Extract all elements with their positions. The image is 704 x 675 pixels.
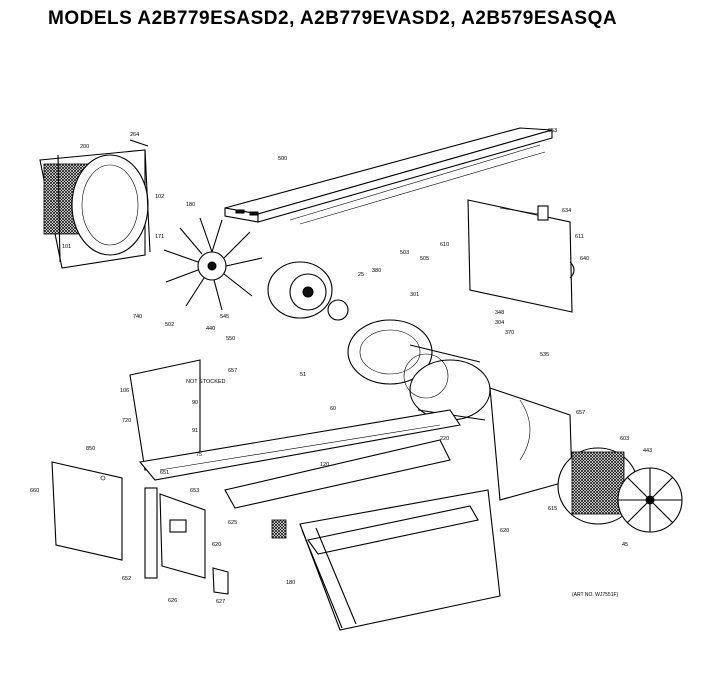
blower-fan [163,217,263,311]
label-502: 502 [165,322,174,328]
right-side-panel [467,199,575,313]
label-51: 51 [300,372,306,378]
label-75: 75 [196,452,202,458]
label-626: 626 [168,598,177,604]
control-bracket [144,487,229,595]
fan-motor [267,261,349,321]
label-101: 101 [62,244,71,250]
label-200: 200 [80,144,89,150]
left-front-panel [51,461,123,561]
label-25: 25 [358,272,364,278]
label-90: 90 [192,400,198,406]
label-653-lower: 653 [190,488,199,494]
front-panel [299,489,501,631]
label-503: 503 [400,250,409,256]
compressor-assembly [347,319,491,421]
label-615: 615 [548,506,557,512]
label-106: 106 [120,388,129,394]
label-535: 535 [540,352,549,358]
label-180-lower: 180 [286,580,295,586]
label-625: 625 [228,520,237,526]
front-grille-assembly [39,139,151,269]
label-620: 620 [212,542,221,548]
label-not-stocked: NOT STOCKED [186,379,226,385]
label-102: 102 [155,194,164,200]
label-171: 171 [155,234,164,240]
label-45: 45 [622,542,628,548]
filter-block [271,519,287,539]
label-180: 180 [186,202,195,208]
label-443: 443 [643,448,652,454]
label-657: 657 [228,368,237,374]
art-number: (ART NO. WJ7551F) [572,592,619,598]
label-651: 651 [160,470,169,476]
label-720: 720 [122,418,131,424]
label-640: 640 [580,256,589,262]
label-620-lower: 620 [500,528,509,534]
label-91: 91 [192,428,198,434]
label-545: 545 [220,314,229,320]
label-850: 850 [86,446,95,452]
top-cover [224,127,553,225]
label-301: 301 [410,292,419,298]
label-348: 348 [495,310,504,316]
condenser-fan [557,447,683,533]
label-603: 603 [620,436,629,442]
label-634: 634 [562,208,571,214]
label-610: 610 [440,242,449,248]
base-pan [129,359,461,509]
label-627: 627 [216,599,225,605]
part-labels: 653 500 264 200 102 101 171 180 25 610 6… [30,128,652,605]
label-505: 505 [420,256,429,262]
page-title: MODELS A2B779ESASD2, A2B779EVASD2, A2B57… [48,8,618,29]
label-660: 660 [30,488,39,494]
label-740: 740 [133,314,142,320]
label-60: 60 [330,406,336,412]
label-657-lower: 657 [576,410,585,416]
label-120: 120 [320,462,329,468]
label-370: 370 [505,330,514,336]
label-611: 611 [575,234,584,240]
label-440: 440 [206,326,215,332]
label-264: 264 [130,132,139,138]
label-550: 550 [226,336,235,342]
label-220: 220 [440,436,449,442]
label-500: 500 [278,156,287,162]
label-304: 304 [495,320,504,326]
label-652: 652 [122,576,131,582]
label-653: 653 [548,128,557,134]
label-380: 380 [372,268,381,274]
